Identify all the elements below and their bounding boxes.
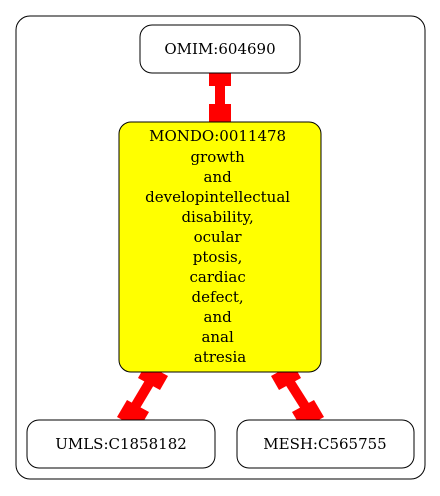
node-mesh[interactable]: MESH:C565755 [236, 419, 415, 469]
node-mondo-label: MONDO:0011478 growth and developintellec… [145, 127, 295, 366]
mondo-line-3: and [204, 168, 233, 186]
node-omim[interactable]: OMIM:604690 [139, 24, 301, 74]
node-mondo[interactable]: MONDO:0011478 growth and developintellec… [118, 121, 322, 373]
mondo-line-9: defect, [192, 288, 244, 306]
mondo-line-2: growth [190, 148, 245, 166]
mondo-line-8: cardiac [189, 268, 245, 286]
mondo-line-10: and [204, 308, 233, 326]
node-mesh-label: MESH:C565755 [263, 435, 386, 453]
mondo-line-7: ptosis, [193, 248, 243, 266]
node-omim-label: OMIM:604690 [164, 40, 275, 58]
mondo-line-5: disability, [181, 208, 253, 226]
mondo-line-12: atresia [194, 348, 247, 366]
mondo-line-11: anal [201, 328, 234, 346]
mondo-line-4: developintellectual [145, 188, 290, 206]
node-umls[interactable]: UMLS:C1858182 [26, 419, 216, 469]
edge-omim-mondo [209, 70, 231, 122]
mondo-line-1: MONDO:0011478 [149, 127, 286, 145]
node-umls-label: UMLS:C1858182 [55, 435, 187, 453]
mondo-line-6: ocular [194, 228, 243, 246]
